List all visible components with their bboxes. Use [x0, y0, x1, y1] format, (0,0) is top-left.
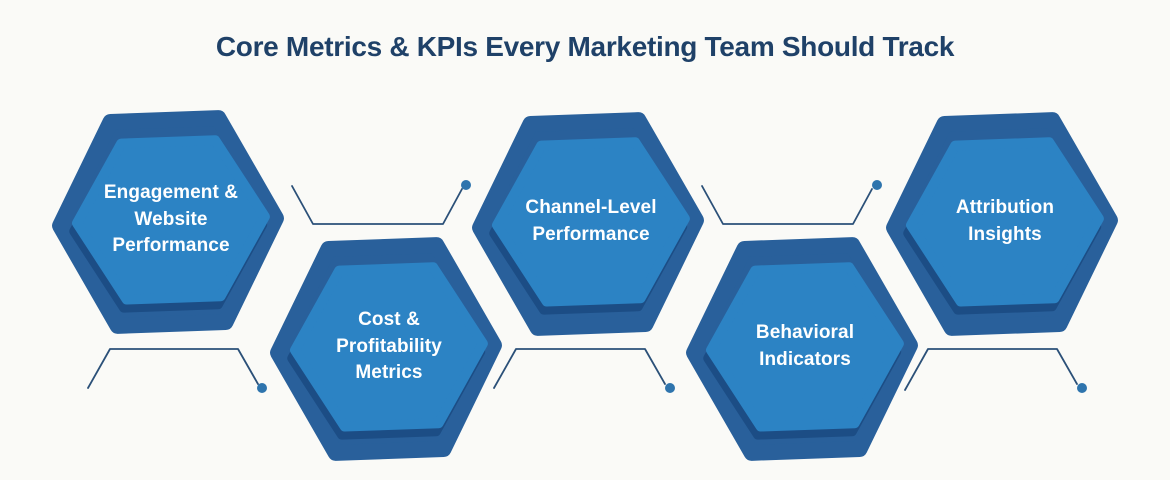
connector-dot: [1077, 383, 1087, 393]
hexagon-label: Behavioral Indicators: [755, 322, 855, 370]
hexagon-shape: [52, 110, 284, 334]
connector-line: [291, 185, 463, 225]
hexagon-shape: [270, 237, 502, 461]
page-title: Core Metrics & KPIs Every Marketing Team…: [215, 31, 955, 62]
hexagon-inner-face: [705, 262, 904, 432]
hexagon-label: Attribution Insights: [955, 197, 1055, 245]
hexagon-channel-level-performance: Channel-Level Performance: [470, 112, 706, 336]
hexagon-engagement-website-performance: Engagement & Website Performance: [50, 110, 286, 334]
hexagon-inner-face: [71, 135, 270, 305]
hexagon-attribution-insights: Attribution Insights: [884, 112, 1120, 336]
hexagon-label: Engagement & Website Performance: [103, 181, 239, 257]
hexagon-label: Channel-Level Performance: [525, 197, 657, 245]
hexagon-shape: [686, 237, 918, 461]
connector-dot: [257, 383, 267, 393]
connector-dot: [665, 383, 675, 393]
connector-line: [904, 348, 1078, 391]
hexagon-inner-face: [491, 137, 690, 307]
connector-line: [493, 348, 666, 389]
hexagon-label: Cost & Profitability Metrics: [336, 308, 442, 384]
connector-dot: [872, 180, 882, 190]
hexagon-cost-profitability-metrics: Cost & Profitability Metrics: [268, 237, 504, 461]
hexagon-shape: [886, 112, 1118, 336]
connector-line: [701, 185, 873, 225]
connector-line: [87, 348, 259, 389]
hexagon-behavioral-indicators: Behavioral Indicators: [684, 237, 920, 461]
hexagon-shape: [472, 112, 704, 336]
hexagon-inner-face: [905, 137, 1104, 307]
hexagon-inner-face: [289, 262, 488, 432]
